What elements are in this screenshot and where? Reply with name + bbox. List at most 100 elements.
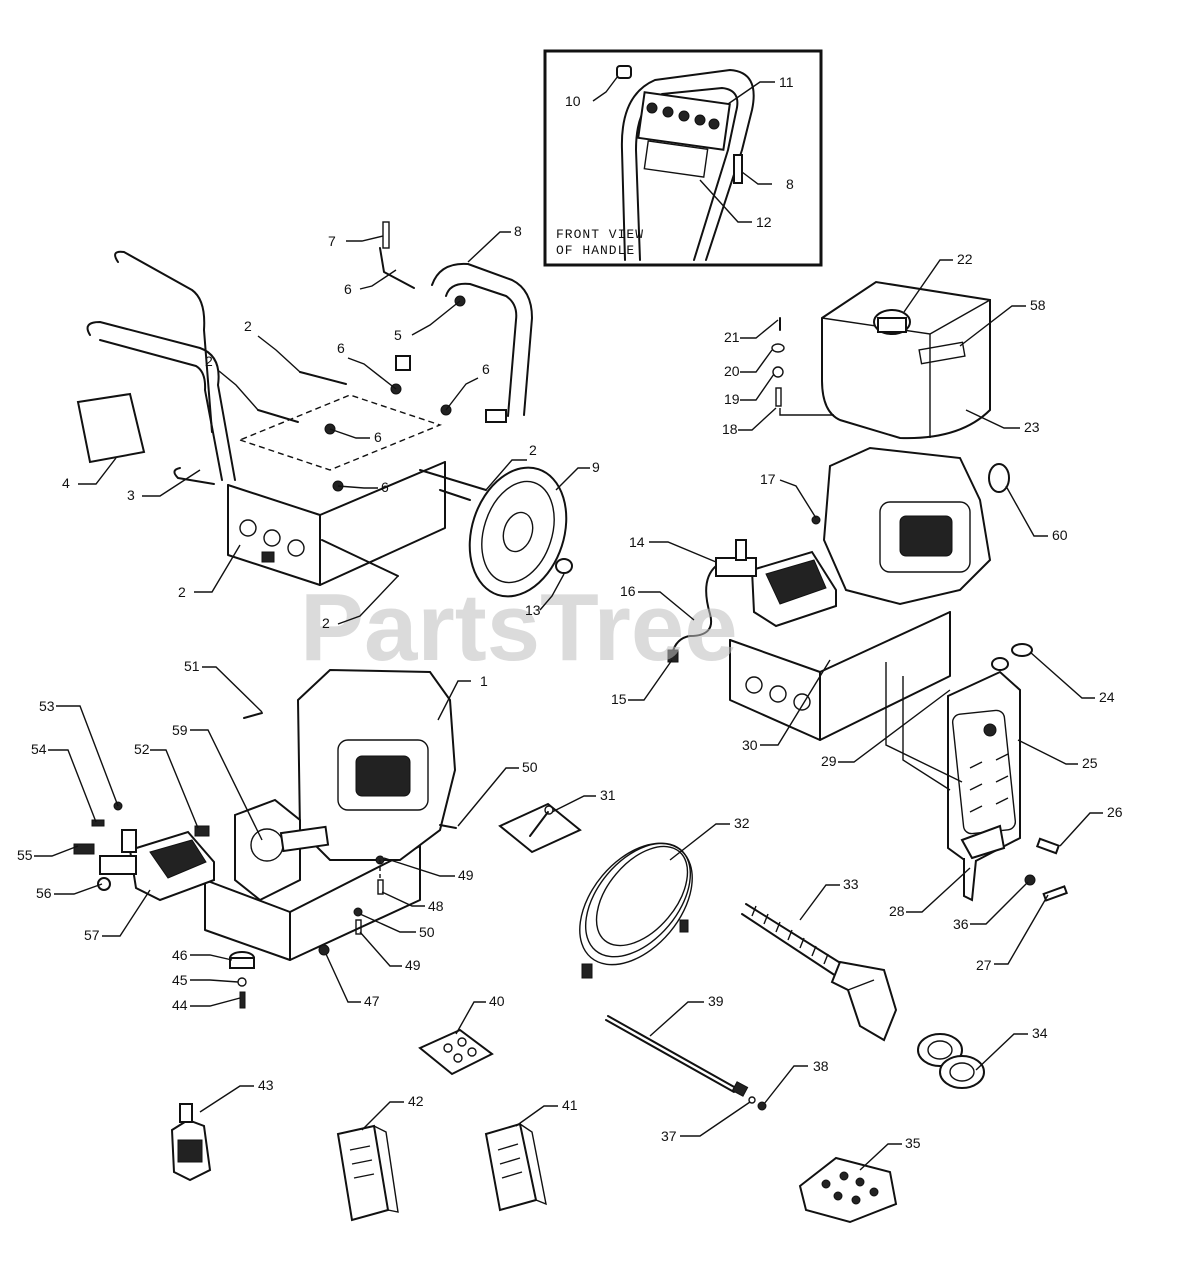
- leader-line-42: [361, 1101, 404, 1131]
- leader-line-52: [150, 749, 199, 829]
- inset-callout-10: 10: [565, 93, 581, 109]
- leader-line-53: [56, 705, 119, 807]
- callout-58: 58: [1030, 297, 1046, 313]
- leader-line-2: [194, 544, 241, 593]
- engine-pump-assembly: [73, 668, 457, 1009]
- callout-7: 7: [328, 233, 336, 249]
- callout-45: 45: [172, 972, 188, 988]
- inset-callout-12: 12: [756, 214, 772, 230]
- leader-line-6: [359, 269, 397, 290]
- leader-line-55: [34, 845, 79, 857]
- leader-line-25: [1017, 739, 1078, 765]
- callout-47: 47: [364, 993, 380, 1009]
- leader-line-15: [628, 659, 673, 701]
- leader-line-24: [1029, 651, 1095, 699]
- leader-line-7: [346, 235, 384, 242]
- leader-line-35: [859, 1143, 902, 1171]
- callout-57: 57: [84, 927, 100, 943]
- callout-41: 41: [562, 1097, 578, 1113]
- callout-17: 17: [760, 471, 776, 487]
- callout-2: 2: [244, 318, 252, 334]
- leader-line-21: [740, 319, 779, 339]
- leader-line-3: [142, 469, 201, 497]
- callout-46: 46: [172, 947, 188, 963]
- callout-31: 31: [600, 787, 616, 803]
- callout-38: 38: [813, 1058, 829, 1074]
- leader-line-58: [959, 305, 1026, 347]
- leader-line-22: [903, 259, 953, 313]
- callout-23: 23: [1024, 419, 1040, 435]
- callout-19: 19: [724, 391, 740, 407]
- callout-40: 40: [489, 993, 505, 1009]
- callout-6: 6: [482, 361, 490, 377]
- leader-line-6: [445, 377, 479, 411]
- leader-line-26: [1059, 812, 1103, 847]
- callout-2: 2: [205, 353, 213, 369]
- leader-line-2: [257, 335, 301, 373]
- callout-49: 49: [458, 867, 474, 883]
- leader-line-6: [347, 357, 397, 390]
- callout-55: 55: [17, 847, 33, 863]
- callout-59: 59: [172, 722, 188, 738]
- leader-line-50: [457, 767, 519, 827]
- leader-line-44: [190, 997, 241, 1007]
- leader-line-56: [54, 883, 103, 895]
- leader-line-47: [325, 953, 361, 1003]
- leader-line-1: [437, 680, 471, 721]
- leader-line-27: [994, 894, 1049, 965]
- leader-line-50: [359, 913, 416, 933]
- callout-49: 49: [405, 957, 421, 973]
- leader-line-34: [975, 1033, 1028, 1071]
- callout-33: 33: [843, 876, 859, 892]
- leader-line-13: [539, 573, 565, 611]
- callout-6: 6: [344, 281, 352, 297]
- leader-line-37: [680, 1101, 751, 1137]
- callout-44: 44: [172, 997, 188, 1013]
- leader-line-8: [467, 231, 511, 263]
- leader-line-59: [190, 729, 263, 841]
- callout-6: 6: [337, 340, 345, 356]
- frame-assembly: [76, 221, 573, 598]
- callout-2: 2: [178, 584, 186, 600]
- callout-1: 1: [480, 673, 488, 689]
- leader-line-36: [970, 881, 1029, 925]
- leader-line-16: [638, 591, 695, 621]
- leader-line-54: [48, 749, 97, 823]
- callout-26: 26: [1107, 804, 1123, 820]
- leader-line-18: [738, 407, 777, 431]
- callout-20: 20: [724, 363, 740, 379]
- leader-line-17: [779, 479, 817, 519]
- leader-line-41: [515, 1105, 558, 1127]
- leader-line-28: [906, 867, 971, 913]
- leader-line-6: [337, 485, 378, 489]
- callout-28: 28: [889, 903, 905, 919]
- leader-line-57: [102, 889, 151, 937]
- callout-8: 8: [514, 223, 522, 239]
- inset-caption-line2: OF HANDLE: [556, 243, 635, 258]
- callout-27: 27: [976, 957, 992, 973]
- inset-frame: [543, 49, 823, 267]
- leader-line-23: [965, 409, 1020, 429]
- inset-caption-line1: FRONT VIEW: [556, 227, 644, 242]
- leader-line-33: [799, 884, 840, 921]
- leader-line-4: [78, 457, 117, 485]
- callout-22: 22: [957, 251, 973, 267]
- leader-line-6: [329, 428, 370, 439]
- leader-line-32: [669, 823, 730, 861]
- callout-9: 9: [592, 459, 600, 475]
- leader-line-45: [190, 979, 239, 983]
- callout-4: 4: [62, 475, 70, 491]
- callout-15: 15: [611, 691, 627, 707]
- leader-line-14: [649, 541, 717, 563]
- callout-35: 35: [905, 1135, 921, 1151]
- leader-line-49: [383, 857, 455, 877]
- leader-line-2: [485, 459, 527, 491]
- callout-29: 29: [821, 753, 837, 769]
- callout-53: 53: [39, 698, 55, 714]
- callout-54: 54: [31, 741, 47, 757]
- callout-42: 42: [408, 1093, 424, 1109]
- leader-line-30: [760, 659, 831, 746]
- loose-parts: [170, 802, 985, 1224]
